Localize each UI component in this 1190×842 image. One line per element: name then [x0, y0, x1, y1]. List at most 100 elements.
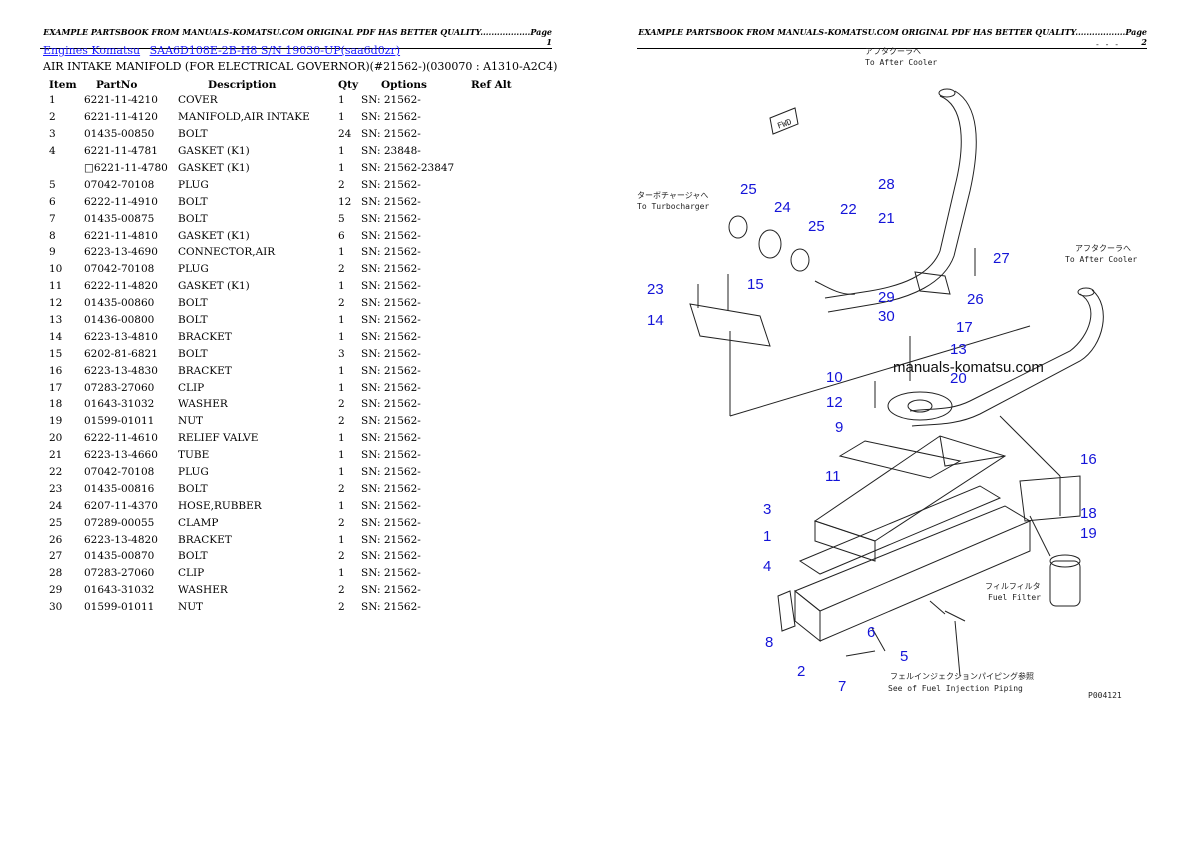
label-fwd: FWD — [776, 117, 793, 130]
cell-ref-alt — [471, 548, 521, 565]
cell-ref-alt — [471, 261, 521, 278]
cell-options: SN: 21562- — [361, 178, 421, 191]
breadcrumb-link-model[interactable]: SAA6D108E-2B-H8 S/N 19030-UP(saa6d0zr) — [149, 44, 401, 57]
cell-ref-alt — [471, 480, 521, 497]
cell-description: BOLT — [178, 212, 208, 225]
callout-6: 6 — [867, 624, 875, 641]
cell-options: SN: 21562- — [361, 280, 421, 293]
cell-options: SN: 21562- — [361, 330, 421, 343]
cell-partno: 07042-70108 — [84, 178, 155, 191]
cell-qty: 1 — [338, 533, 345, 546]
cell-item: 1 — [49, 94, 56, 107]
cell-description: PLUG — [178, 263, 209, 276]
cell-qty: 12 — [338, 195, 352, 208]
cell-item: 15 — [49, 347, 63, 360]
cell-item: 12 — [49, 297, 63, 310]
cell-options: SN: 21562- — [361, 601, 421, 614]
cell-description: BRACKET — [178, 364, 232, 377]
cell-item: 14 — [49, 330, 63, 343]
cell-partno: 07042-70108 — [84, 466, 155, 479]
cell-partno: 6222-11-4910 — [84, 195, 158, 208]
tube-upper — [824, 95, 962, 299]
cell-description: BRACKET — [178, 533, 232, 546]
callout-8: 8 — [765, 634, 773, 651]
cell-qty: 2 — [338, 516, 345, 529]
cell-qty: 2 — [338, 178, 345, 191]
cell-options: SN: 23848- — [361, 145, 421, 158]
callout-9: 9 — [835, 419, 843, 436]
cell-description: NUT — [178, 601, 204, 614]
cell-description: PLUG — [178, 466, 209, 479]
callout-2: 2 — [797, 663, 805, 680]
callout-12: 12 — [826, 394, 843, 411]
cell-ref-alt — [471, 278, 521, 295]
callout-25: 25 — [740, 181, 757, 198]
cell-description: BOLT — [178, 550, 208, 563]
callout-19: 19 — [1080, 525, 1097, 542]
cell-partno: 6223-13-4820 — [84, 533, 158, 546]
cell-options: SN: 21562- — [361, 94, 421, 107]
cell-item: 28 — [49, 567, 63, 580]
cell-description: PLUG — [178, 178, 209, 191]
cell-description: WASHER — [178, 398, 228, 411]
cell-ref-alt — [471, 531, 521, 548]
breadcrumb-link-engines[interactable]: Engines Komatsu — [43, 44, 141, 57]
page-title: AIR INTAKE MANIFOLD (FOR ELECTRICAL GOVE… — [43, 60, 558, 73]
cell-qty: 2 — [338, 601, 345, 614]
cell-ref-alt — [471, 447, 521, 464]
cell-partno: 07289-00055 — [84, 516, 155, 529]
cell-item: 2 — [49, 111, 56, 124]
breadcrumb: Engines Komatsu SAA6D108E-2B-H8 S/N 1903… — [43, 44, 400, 57]
cell-description: COVER — [178, 94, 218, 107]
cell-qty: 2 — [338, 584, 345, 597]
cell-description: CONNECTOR,AIR — [178, 246, 276, 259]
parts-table: Item PartNo Description Qty Options Ref … — [43, 77, 521, 616]
cell-item: 19 — [49, 415, 63, 428]
cell-item: 20 — [49, 432, 63, 445]
callout-7: 7 — [838, 678, 846, 695]
cell-ref-alt — [471, 582, 521, 599]
cell-options: SN: 21562- — [361, 398, 421, 411]
cell-ref-alt — [471, 362, 521, 379]
col-qty: Qty — [338, 78, 359, 91]
cell-qty: 1 — [338, 314, 345, 327]
callout-14: 14 — [647, 312, 664, 329]
callout-24: 24 — [774, 199, 791, 216]
cell-item: 17 — [49, 381, 63, 394]
cell-description: CLIP — [178, 381, 205, 394]
cell-options: SN: 21562- — [361, 364, 421, 377]
cell-qty: 1 — [338, 364, 345, 377]
cell-description: RELIEF VALVE — [178, 432, 259, 445]
label-fuel-filter-jp: フィルフィルタ — [985, 582, 1041, 591]
diagram-drawing — [689, 88, 1104, 677]
cell-ref-alt — [471, 227, 521, 244]
cell-item — [43, 160, 84, 177]
cell-options: SN: 21562- — [361, 195, 421, 208]
callout-18: 18 — [1080, 505, 1097, 522]
callout-13: 13 — [950, 341, 967, 358]
cell-description: BOLT — [178, 347, 208, 360]
cell-ref-alt — [471, 193, 521, 210]
callout-21: 21 — [878, 210, 895, 227]
cell-options: SN: 21562- — [361, 347, 421, 360]
cell-qty: 1 — [338, 330, 345, 343]
cell-partno: 01435-00870 — [84, 550, 155, 563]
cell-options: SN: 21562- — [361, 466, 421, 479]
callout-10: 10 — [826, 369, 843, 386]
cell-item: 22 — [49, 466, 63, 479]
cell-description: NUT — [178, 415, 204, 428]
cell-partno: 07283-27060 — [84, 381, 155, 394]
cell-qty: 1 — [338, 381, 345, 394]
cell-description: MANIFOLD,AIR INTAKE — [178, 111, 310, 124]
cell-options: SN: 21562- — [361, 499, 421, 512]
cell-item: 13 — [49, 314, 63, 327]
cell-item: 25 — [49, 516, 63, 529]
label-injection-jp: フェルインジェクションパイピング参照 — [890, 671, 1034, 681]
